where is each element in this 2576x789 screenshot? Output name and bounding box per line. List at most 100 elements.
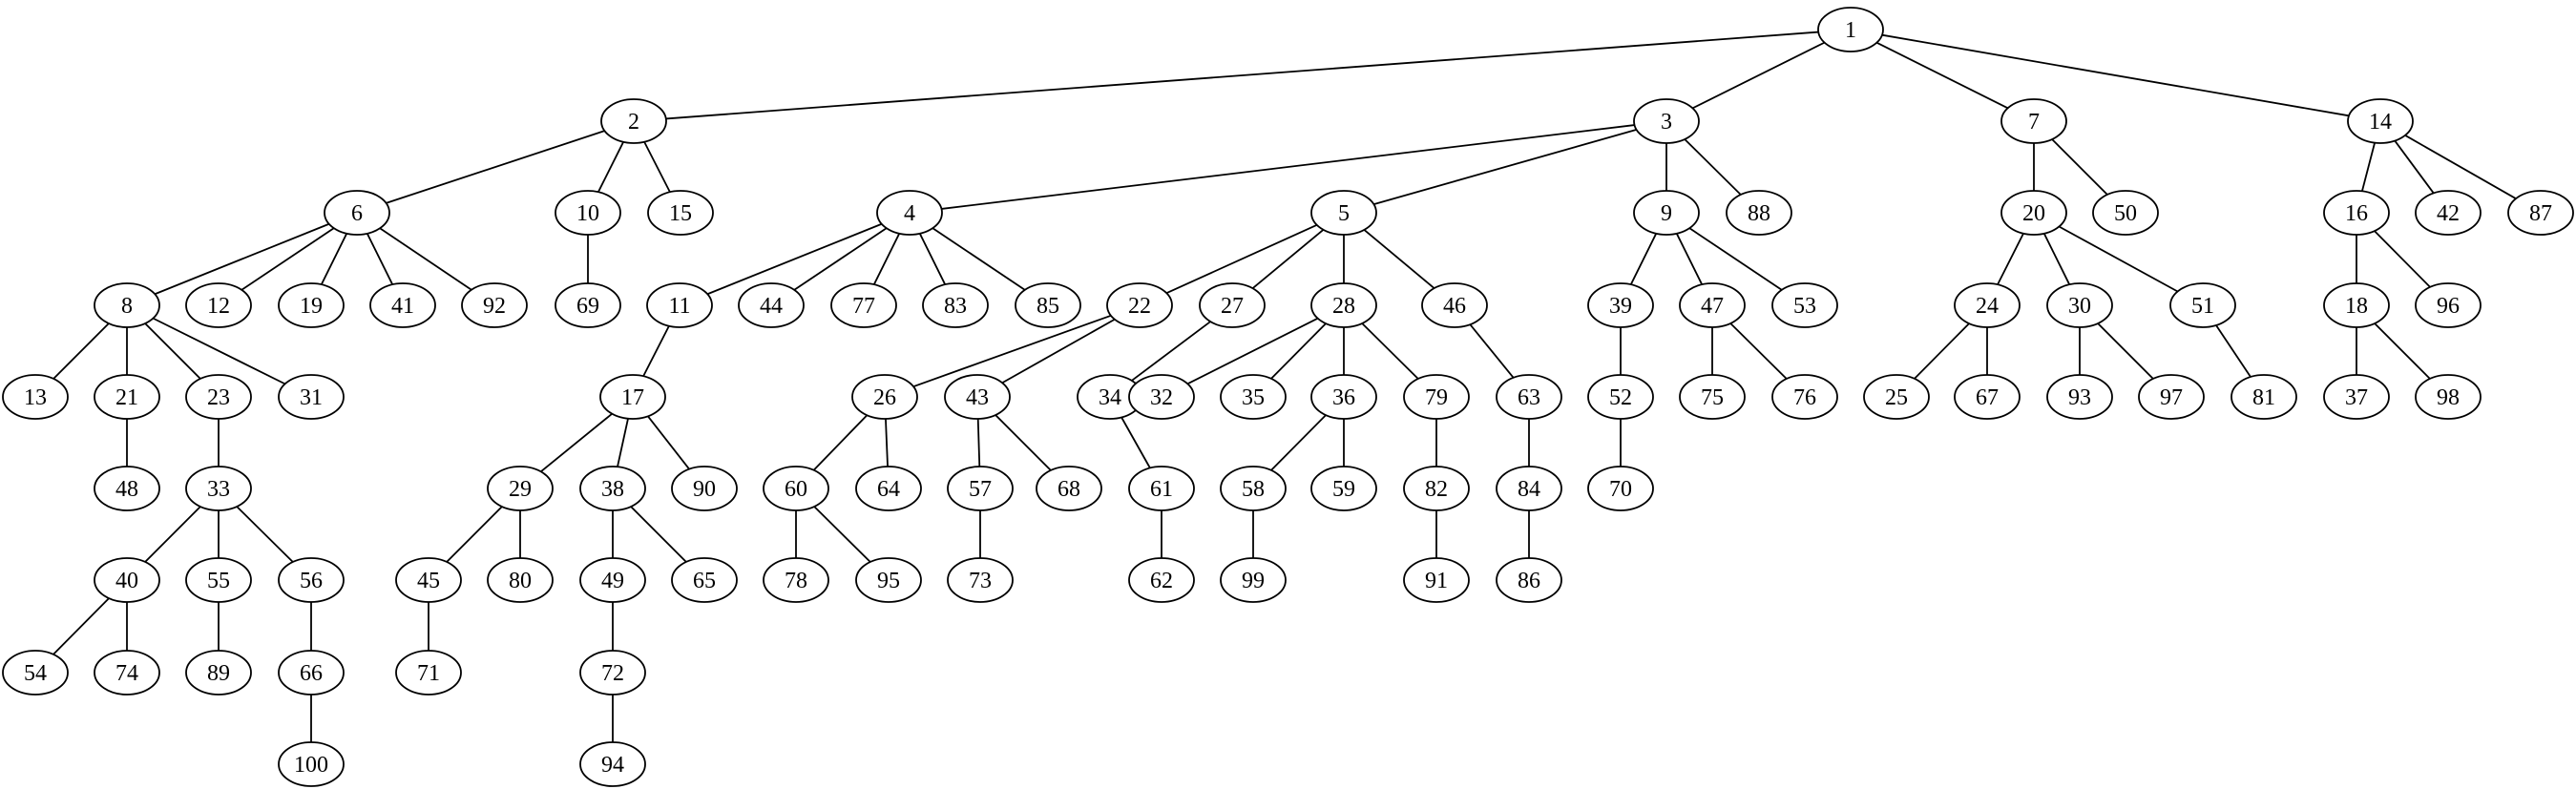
edge-51-81	[2215, 324, 2251, 378]
node-ellipse	[1128, 466, 1195, 511]
node-ellipse	[579, 466, 646, 511]
node-ellipse	[1587, 466, 1654, 511]
node-label: 92	[483, 294, 506, 319]
edge-8-13	[52, 322, 110, 380]
node-ellipse	[324, 190, 390, 236]
node-ellipse	[579, 650, 646, 696]
edge-17-29	[540, 412, 613, 473]
edge-1-7	[1875, 41, 2009, 110]
node-label: 18	[2345, 294, 2368, 319]
tree-node-30: 30	[2046, 282, 2113, 328]
tree-node-80: 80	[487, 557, 554, 603]
node-ellipse	[876, 190, 943, 236]
edge-9-39	[1629, 233, 1658, 285]
edge-5-22	[1165, 223, 1318, 295]
edge-8-23	[144, 322, 201, 380]
node-ellipse	[671, 466, 738, 511]
tree-node-88: 88	[1726, 190, 1792, 236]
edge-43-57	[976, 418, 981, 467]
edge-34-61	[1120, 417, 1151, 468]
edge-4-11	[706, 222, 883, 296]
node-label: 30	[2068, 294, 2091, 319]
node-label: 56	[300, 569, 323, 593]
edge-28-32	[1186, 317, 1319, 385]
edge-1-2	[665, 31, 1819, 120]
node-label: 44	[760, 294, 783, 319]
node-label: 2	[628, 110, 639, 135]
tree-node-22: 22	[1106, 282, 1173, 328]
tree-node-94: 94	[579, 741, 646, 787]
edge-16-96	[2374, 230, 2431, 288]
node-ellipse	[1199, 282, 1266, 328]
tree-node-75: 75	[1679, 374, 1746, 420]
node-label: 33	[207, 477, 230, 502]
node-ellipse	[1421, 282, 1488, 328]
edge-6-8	[154, 222, 330, 296]
tree-node-81: 81	[2230, 374, 2297, 420]
tree-node-85: 85	[1015, 282, 1081, 328]
node-ellipse	[1633, 190, 1700, 236]
node-label: 71	[417, 661, 440, 686]
node-label: 57	[969, 477, 992, 502]
node-label: 48	[115, 477, 138, 502]
node-label: 21	[115, 385, 138, 410]
tree-node-42: 42	[2415, 190, 2482, 236]
edge-14-87	[2404, 135, 2517, 199]
node-label: 97	[2160, 385, 2183, 410]
node-label: 64	[877, 477, 900, 502]
node-label: 38	[601, 477, 624, 502]
tree-node-36: 36	[1310, 374, 1377, 420]
tree-node-32: 32	[1128, 374, 1195, 420]
node-ellipse	[599, 374, 666, 420]
node-ellipse	[1496, 374, 1562, 420]
node-label: 9	[1661, 201, 1672, 226]
node-ellipse	[461, 282, 528, 328]
tree-node-58: 58	[1220, 466, 1287, 511]
node-ellipse	[185, 282, 252, 328]
tree-node-3: 3	[1633, 98, 1700, 144]
node-label: 27	[1221, 294, 1244, 319]
node-ellipse	[2415, 190, 2482, 236]
node-ellipse	[1015, 282, 1081, 328]
tree-node-50: 50	[2092, 190, 2159, 236]
node-ellipse	[94, 374, 160, 420]
node-ellipse	[185, 557, 252, 603]
node-label: 77	[852, 294, 875, 319]
node-label: 81	[2252, 385, 2275, 410]
node-ellipse	[487, 557, 554, 603]
edge-14-42	[2394, 140, 2435, 194]
edge-4-77	[872, 233, 901, 285]
node-ellipse	[2, 374, 69, 420]
tree-node-66: 66	[278, 650, 345, 696]
tree-node-11: 11	[646, 282, 713, 328]
node-ellipse	[671, 557, 738, 603]
edge-20-24	[1997, 233, 2024, 285]
node-label: 14	[2369, 110, 2392, 135]
edge-30-97	[2097, 322, 2154, 380]
node-label: 89	[207, 661, 230, 686]
node-ellipse	[2092, 190, 2159, 236]
tree-node-5: 5	[1310, 190, 1377, 236]
node-label: 37	[2345, 385, 2368, 410]
node-label: 52	[1609, 385, 1632, 410]
node-ellipse	[1954, 374, 2021, 420]
edge-28-79	[1361, 322, 1419, 380]
edge-2-15	[643, 141, 671, 193]
tree-node-98: 98	[2415, 374, 2482, 420]
node-label: 53	[1793, 294, 1816, 319]
tree-node-65: 65	[671, 557, 738, 603]
node-label: 67	[1976, 385, 1999, 410]
tree-node-26: 26	[851, 374, 918, 420]
node-ellipse	[278, 650, 345, 696]
edge-9-47	[1675, 233, 1704, 285]
node-ellipse	[487, 466, 554, 511]
tree-node-44: 44	[738, 282, 805, 328]
node-label: 59	[1332, 477, 1355, 502]
tree-node-6: 6	[324, 190, 390, 236]
node-ellipse	[2, 650, 69, 696]
node-label: 84	[1518, 477, 1540, 502]
tree-node-48: 48	[94, 466, 160, 511]
node-label: 11	[668, 294, 690, 319]
tree-node-40: 40	[94, 557, 160, 603]
